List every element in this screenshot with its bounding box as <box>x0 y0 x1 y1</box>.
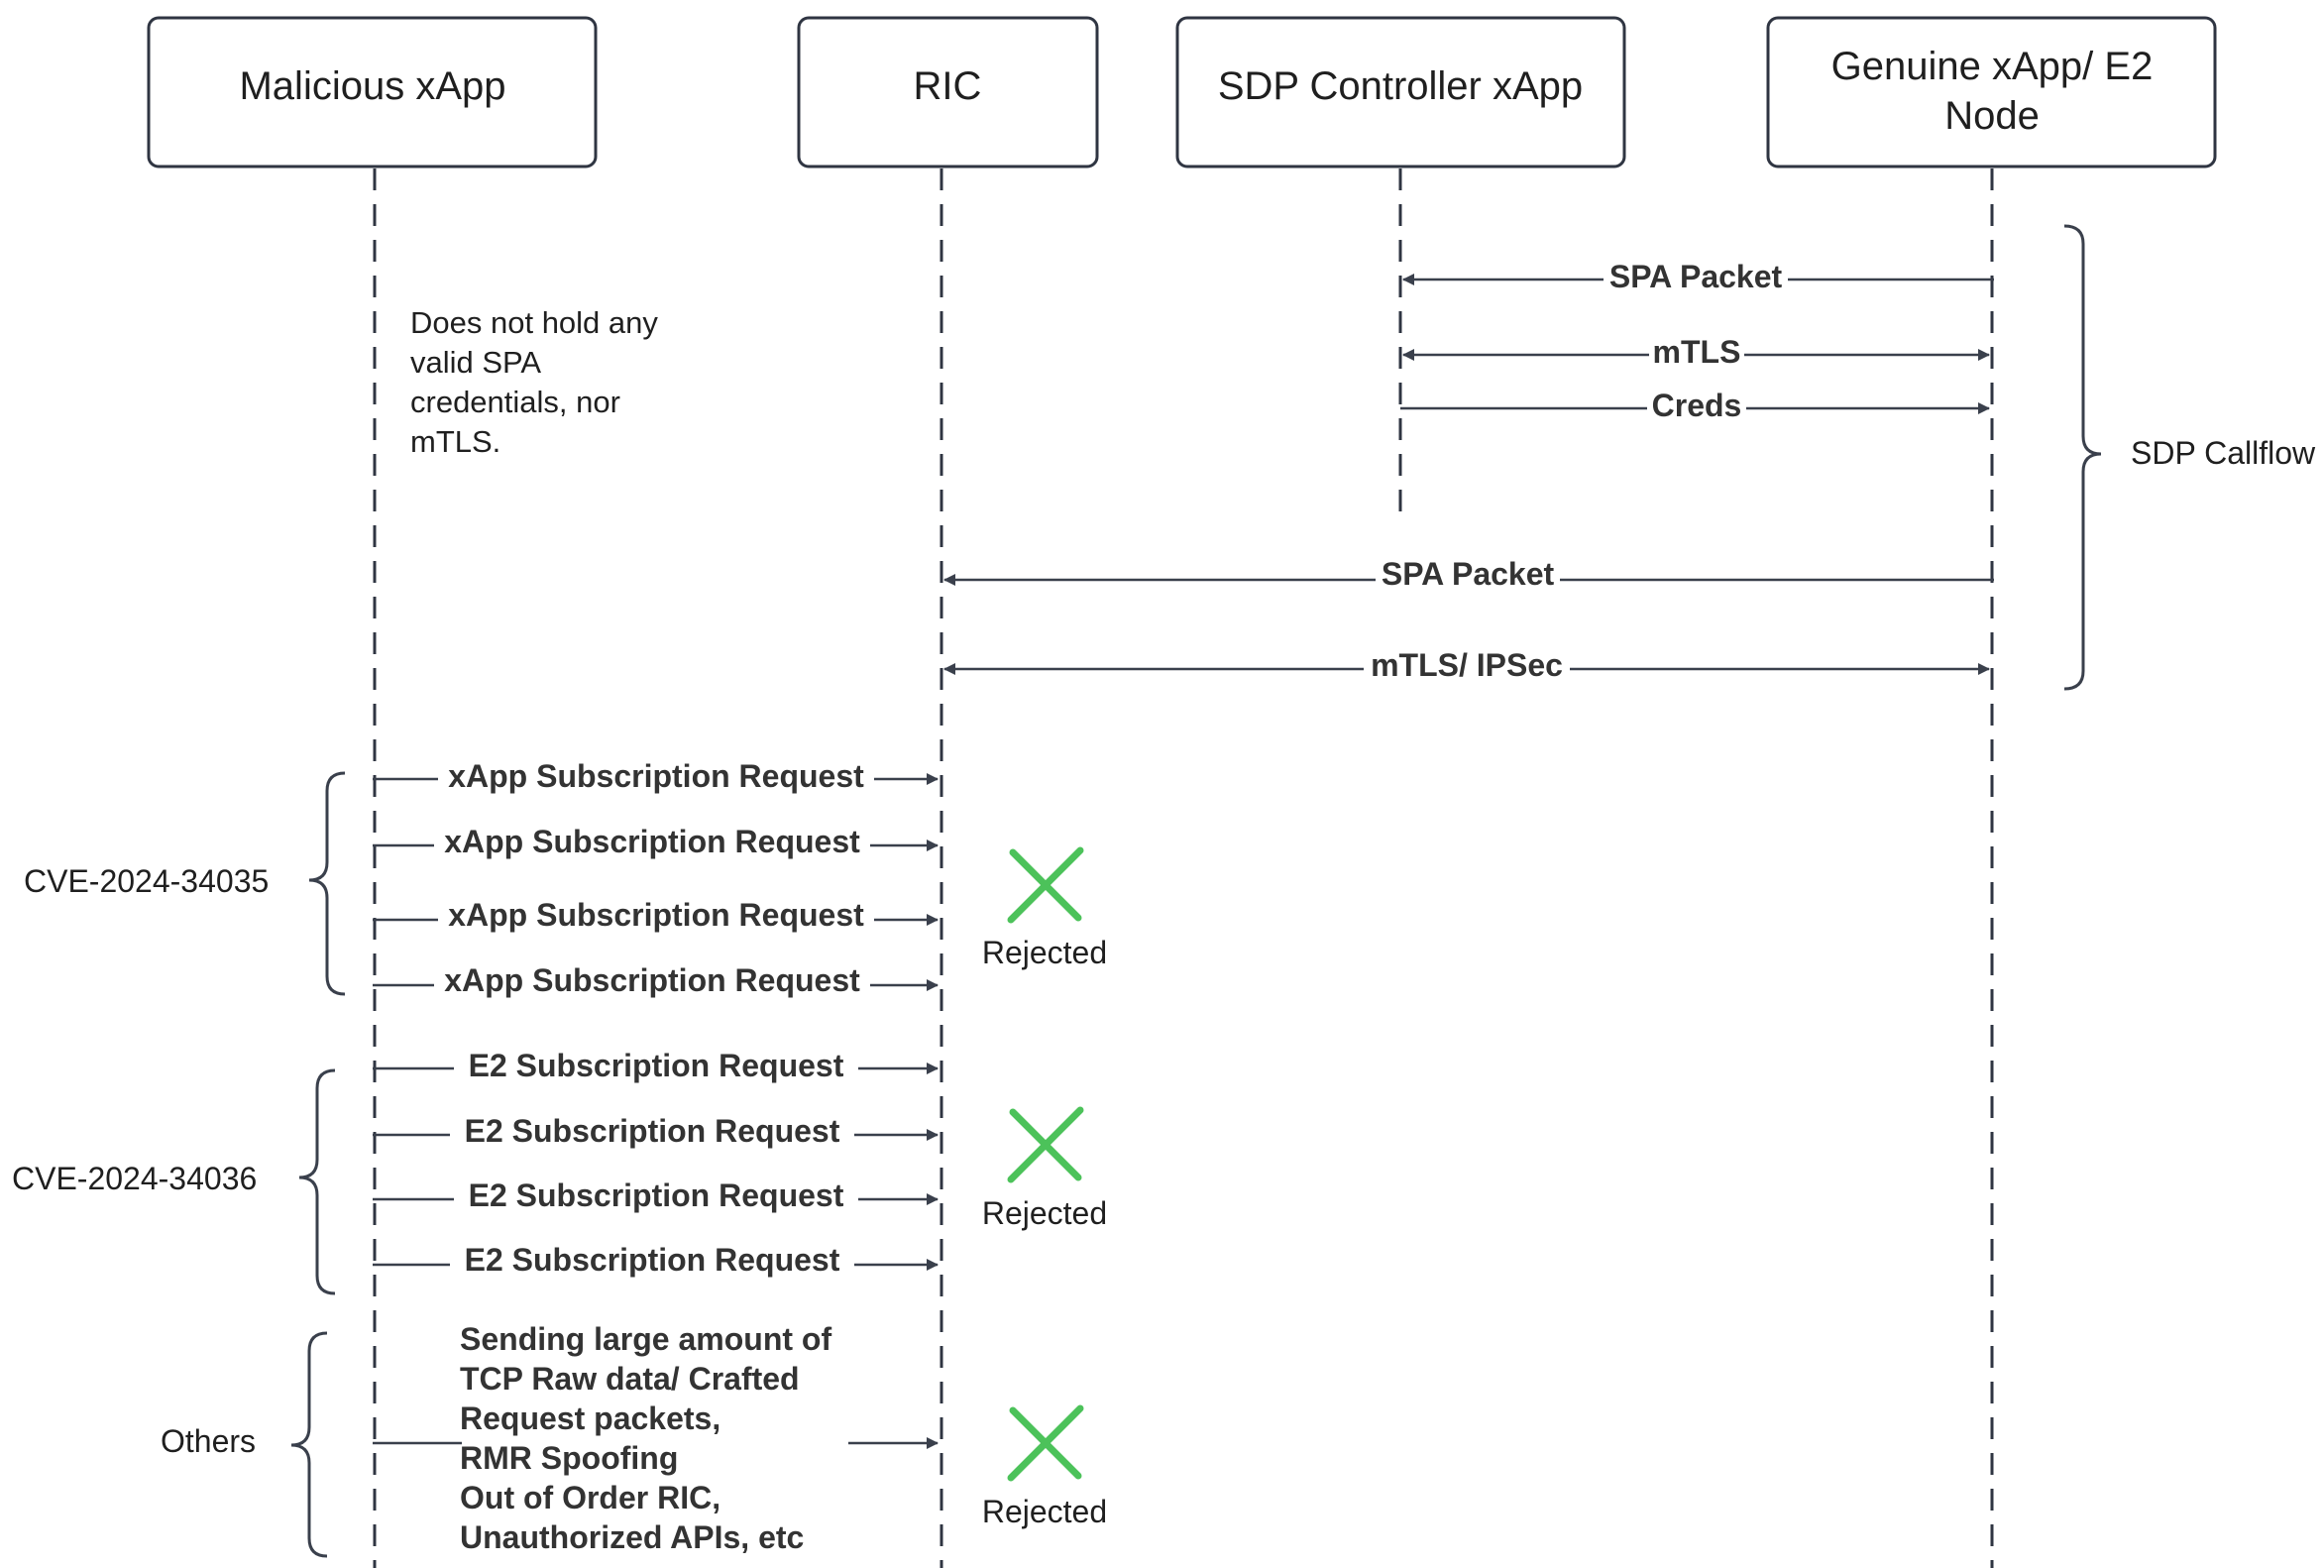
x-mark-icon <box>1007 1404 1084 1482</box>
group-cve-2024-34035: CVE-2024-34035 <box>24 771 346 996</box>
actor-genuine-label-line2: Node <box>1944 94 2040 138</box>
rejected-label: Rejected <box>982 935 1107 970</box>
brace-sdp-callflow: SDP Callflow <box>2063 224 2316 691</box>
x-mark-icon <box>1007 846 1084 924</box>
note-line: mTLS. <box>410 424 500 459</box>
message-creds: Creds <box>1400 388 1990 424</box>
actor-sdp-label: SDP Controller xApp <box>1218 64 1583 108</box>
note-no-credentials: Does not hold any valid SPA credentials,… <box>410 305 658 459</box>
x-mark-icon <box>1007 1106 1084 1183</box>
message-label: xApp Subscription Request <box>448 758 864 794</box>
message-label: xApp Subscription Request <box>448 897 864 933</box>
group-label-cve-34036: CVE-2024-34036 <box>12 1161 257 1196</box>
others-line: Unauthorized APIs, etc <box>460 1519 804 1555</box>
message-others: Sending large amount of TCP Raw data/ Cr… <box>373 1321 939 1555</box>
message-label: E2 Subscription Request <box>465 1242 840 1278</box>
message-xapp-subscription-1: xApp Subscription Request <box>373 758 939 795</box>
message-e2-subscription-2: E2 Subscription Request <box>373 1113 939 1151</box>
message-spa-packet-to-ric: SPA Packet <box>943 556 1994 596</box>
note-line: valid SPA <box>410 345 541 380</box>
others-line: Out of Order RIC, <box>460 1480 720 1515</box>
note-line: credentials, nor <box>410 385 620 419</box>
message-label: xApp Subscription Request <box>444 824 860 859</box>
group-label-cve-34035: CVE-2024-34035 <box>24 863 269 899</box>
message-label: SPA Packet <box>1609 259 1783 294</box>
message-xapp-subscription-3: xApp Subscription Request <box>373 897 939 936</box>
note-line: Does not hold any <box>410 305 658 340</box>
group-label-sdp-callflow: SDP Callflow <box>2131 435 2316 471</box>
message-xapp-subscription-4: xApp Subscription Request <box>373 962 939 1001</box>
actor-malicious-xapp: Malicious xApp <box>147 16 598 168</box>
actor-ric: RIC <box>797 16 1099 168</box>
message-e2-subscription-3: E2 Subscription Request <box>373 1177 939 1215</box>
message-e2-subscription-1: E2 Subscription Request <box>373 1048 939 1084</box>
others-line: TCP Raw data/ Crafted <box>460 1361 800 1397</box>
group-others: Others <box>161 1331 328 1558</box>
rejected-others: Rejected <box>982 1404 1107 1529</box>
rejected-cve-34035: Rejected <box>982 846 1107 970</box>
rejected-cve-34036: Rejected <box>982 1106 1107 1231</box>
message-label: E2 Subscription Request <box>465 1113 840 1149</box>
group-cve-2024-34036: CVE-2024-34036 <box>12 1068 336 1295</box>
group-label-others: Others <box>161 1423 256 1459</box>
message-mtls: mTLS <box>1402 334 1990 371</box>
message-xapp-subscription-2: xApp Subscription Request <box>373 824 939 861</box>
others-line: RMR Spoofing <box>460 1440 678 1476</box>
others-line: Sending large amount of <box>460 1321 831 1357</box>
message-e2-subscription-4: E2 Subscription Request <box>373 1242 939 1281</box>
message-mtls-ipsec: mTLS/ IPSec <box>943 647 1990 685</box>
message-label: E2 Subscription Request <box>469 1048 844 1083</box>
message-label: mTLS/ IPSec <box>1371 647 1563 683</box>
rejected-label: Rejected <box>982 1494 1107 1529</box>
actor-sdp-controller: SDP Controller xApp <box>1175 16 1626 168</box>
actor-genuine-xapp: Genuine xApp/ E2 Node <box>1766 16 2217 168</box>
message-label: Creds <box>1652 388 1742 423</box>
others-line: Request packets, <box>460 1400 720 1436</box>
actor-malicious-label: Malicious xApp <box>239 64 505 108</box>
message-label: mTLS <box>1653 334 1741 370</box>
actor-genuine-label-line1: Genuine xApp/ E2 <box>1831 45 2154 88</box>
message-label: SPA Packet <box>1382 556 1555 592</box>
message-label: E2 Subscription Request <box>469 1177 844 1213</box>
actor-ric-label: RIC <box>914 64 982 108</box>
message-spa-packet-to-sdp: SPA Packet <box>1402 259 1994 295</box>
rejected-label: Rejected <box>982 1195 1107 1231</box>
message-label: xApp Subscription Request <box>444 962 860 998</box>
